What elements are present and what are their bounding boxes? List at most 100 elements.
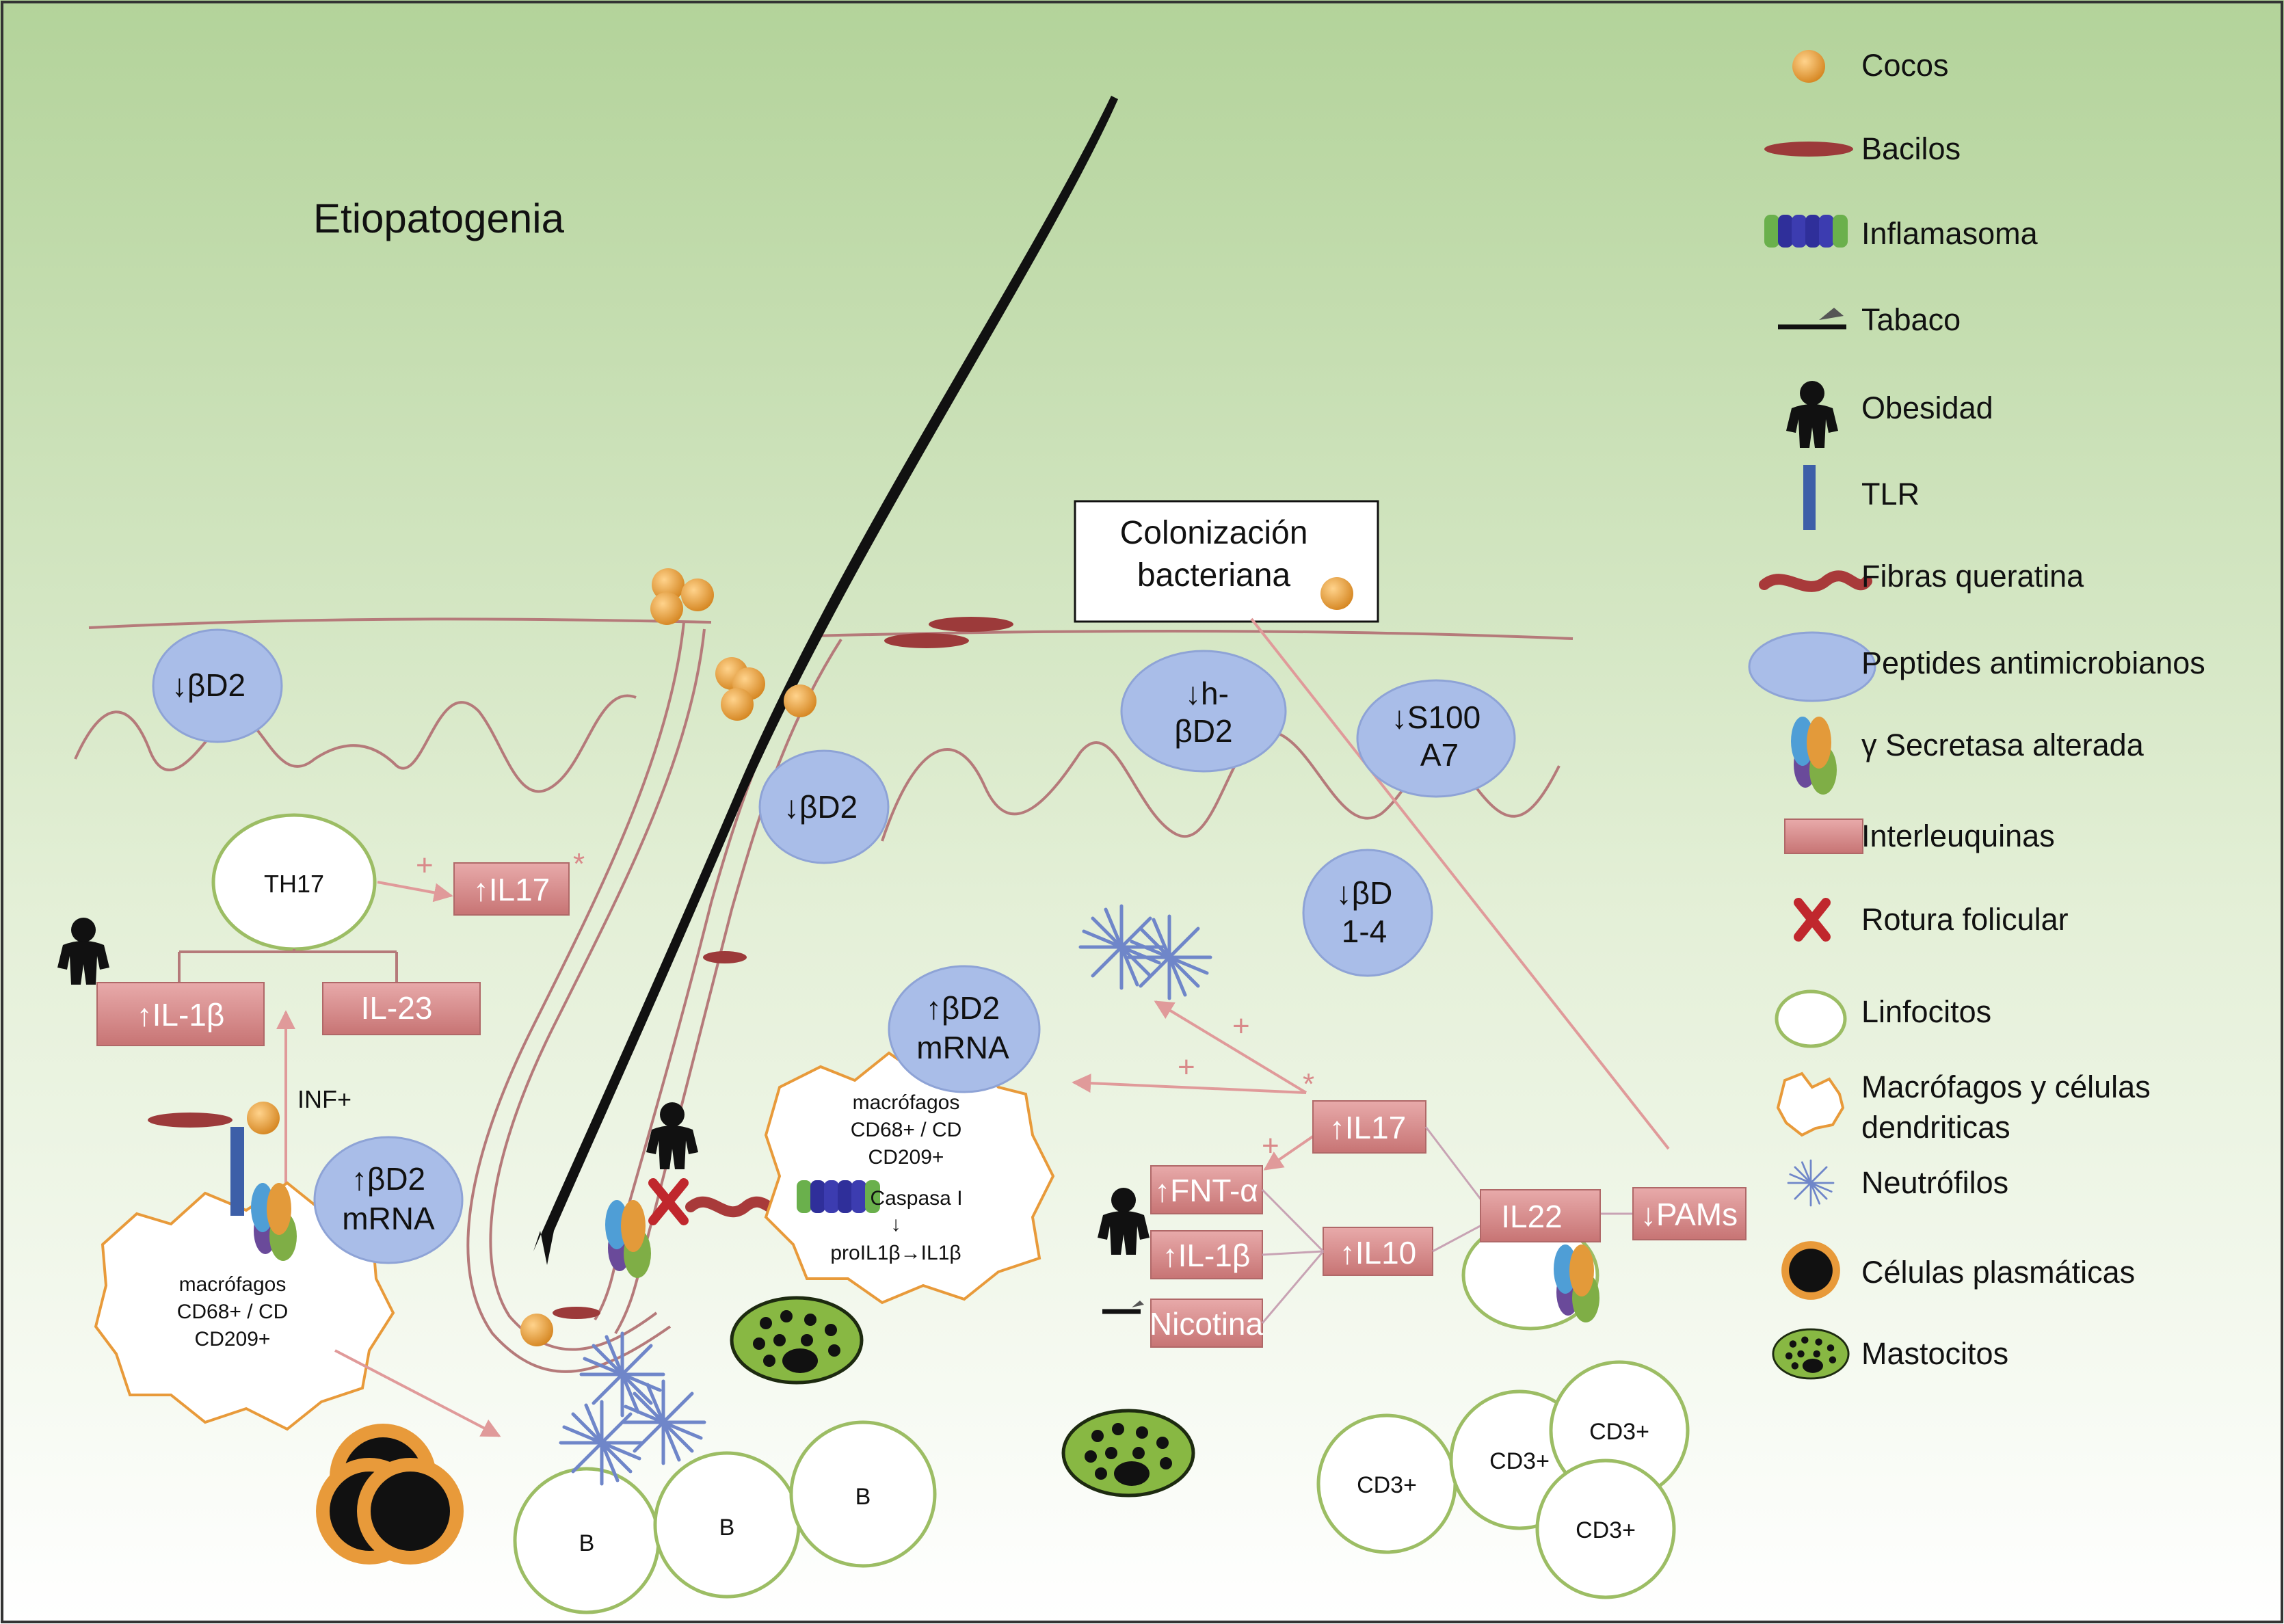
tabaco-icon	[1778, 308, 1846, 330]
macrophage-left-line1: macrófagos	[179, 1273, 287, 1296]
il22-box: IL22	[1480, 1189, 1601, 1242]
nicotina-box: Nicotina	[1150, 1299, 1264, 1348]
diagram-title: Etiopatogenia	[313, 196, 565, 241]
il17-left-label: ↑IL17	[473, 872, 550, 907]
bacilos	[148, 617, 1013, 1319]
il23-box: IL-23	[322, 982, 481, 1035]
tlr-icon	[230, 1127, 244, 1216]
il17-right-box: ↑IL17	[1312, 1100, 1426, 1154]
il1b-right-box: ↑IL-1β	[1150, 1230, 1263, 1279]
macrophage-center-line3: CD209+	[868, 1146, 944, 1169]
arrow-il17-fnt	[1263, 1130, 1321, 1171]
colonization-text-line1: Colonización	[1120, 515, 1308, 551]
macrophage-center-line6: proIL1β→IL1β	[830, 1242, 961, 1264]
coco-icon	[247, 1102, 280, 1134]
il22-label: IL22	[1501, 1199, 1563, 1234]
arrow-il17-neutrophils	[1154, 1000, 1307, 1094]
b-cell-label: B	[719, 1515, 735, 1541]
legend-label-mastocitos: Mastocitos	[1861, 1336, 2008, 1371]
pams-box: ↓PAMs	[1632, 1187, 1747, 1240]
legend-label-bacilos: Bacilos	[1861, 131, 1961, 166]
legend-label-cocos: Cocos	[1861, 48, 1949, 83]
plus-sign: +	[416, 849, 434, 882]
legend: Cocos Bacilos Inflamasoma Tabaco Obesida…	[1748, 48, 2205, 1380]
macrophage-center-line5: ↓	[891, 1213, 901, 1236]
junction-line-left	[74, 694, 637, 793]
b-cell-label: B	[579, 1530, 595, 1556]
nicotina-label: Nicotina	[1150, 1306, 1264, 1342]
mastocito	[732, 1298, 862, 1383]
peptide-label-line2: mRNA	[916, 1030, 1009, 1065]
peptide-bd2mrna-center: ↑βD2 mRNA	[888, 965, 1041, 1093]
plus-sign: +	[1232, 1009, 1250, 1043]
linfocito-icon	[1775, 989, 1847, 1048]
legend-label-neutrofilos: Neutrófilos	[1861, 1165, 2008, 1200]
peptide-label-line1: ↑βD2	[351, 1161, 425, 1197]
il1b-left-label: ↑IL-1β	[137, 997, 225, 1033]
peptide-bd2-follicle: ↓βD2	[758, 749, 890, 864]
neutrofilo-icon	[1787, 1159, 1835, 1207]
peptide-bd2mrna-left: ↑βD2 mRNA	[313, 1136, 464, 1264]
colonization-text-line2: bacteriana	[1137, 557, 1290, 594]
macrophage-left-line2: CD68+ / CD	[177, 1301, 289, 1323]
legend-label-macrofagos-line2: dendriticas	[1861, 1110, 2010, 1145]
peptide-label-line1: ↓S100	[1392, 700, 1480, 735]
il1b-right-label: ↑IL-1β	[1163, 1238, 1251, 1273]
peptide-label: ↓βD2	[172, 667, 245, 703]
macrophage-center	[764, 1051, 1055, 1305]
peptide-label-line2: mRNA	[342, 1201, 435, 1236]
peptide-label-line1: ↓βD	[1336, 875, 1393, 911]
il17-left-box: ↑IL17	[453, 862, 570, 916]
cd3-label: CD3+	[1357, 1472, 1417, 1498]
legend-label-fibras: Fibras queratina	[1861, 559, 2084, 594]
peptide-label-line2: βD2	[1174, 713, 1232, 749]
mastocito-icon	[1772, 1328, 1850, 1380]
il10-label: ↑IL10	[1340, 1235, 1417, 1270]
cd3-cells: CD3+ CD3+ CD3+ CD3+	[1316, 1360, 1690, 1599]
macrophage-center-line2: CD68+ / CD	[851, 1119, 962, 1141]
il17-right-label: ↑IL17	[1329, 1110, 1407, 1145]
peptide-label-line1: ↓h-	[1185, 676, 1229, 711]
peptide-label: ↓βD2	[784, 789, 858, 825]
legend-label-linfocitos: Linfocitos	[1861, 994, 1991, 1029]
legend-label-peptides: Peptides antimicrobianos	[1861, 645, 2205, 680]
il1b-left-box: ↑IL-1β	[96, 982, 265, 1046]
cd3-label: CD3+	[1576, 1517, 1636, 1543]
legend-label-plasmaticas: Células plasmáticas	[1861, 1255, 2135, 1290]
tabaco-icon	[1102, 1301, 1144, 1314]
macrophage-center-line1: macrófagos	[853, 1091, 960, 1114]
cd3-label: CD3+	[1489, 1448, 1550, 1474]
macrophage-center-line4: Caspasa I	[870, 1187, 962, 1210]
legend-label-secretasa: γ Secretasa alterada	[1861, 728, 2144, 762]
inflamasoma-icon	[1764, 215, 1848, 248]
plus-sign: +	[1178, 1050, 1195, 1084]
plus-sign: +	[1262, 1129, 1279, 1162]
peptide-label-line2: 1-4	[1342, 914, 1387, 949]
th17-label: TH17	[264, 870, 324, 898]
peptide-label-line1: ↑βD2	[926, 990, 1000, 1026]
asterisk: *	[573, 847, 585, 881]
rotura-icon	[648, 1178, 689, 1225]
asterisk: *	[1303, 1067, 1314, 1101]
peptide-hbd2: ↓h- βD2	[1120, 650, 1287, 773]
arrow-macrophage-b	[334, 1349, 501, 1437]
interleuquina-icon	[1784, 818, 1863, 854]
peptide-s100a7: ↓S100 A7	[1356, 679, 1516, 798]
peptide-bd2-left: ↓βD2	[152, 628, 283, 743]
il23-label: IL-23	[361, 990, 433, 1026]
fibra-queratina-icon	[1759, 570, 1872, 592]
il10-box: ↑IL10	[1323, 1227, 1433, 1276]
inflamasoma-icon	[797, 1180, 880, 1213]
legend-label-macrofagos: Macrófagos y células	[1861, 1069, 2151, 1104]
legend-label-obesidad: Obesidad	[1861, 390, 1993, 425]
rotura-icon	[1794, 898, 1831, 942]
bacilo-icon	[1764, 142, 1853, 157]
coco-icon	[1320, 577, 1353, 610]
b-cell-label: B	[855, 1484, 871, 1510]
legend-label-inflamasoma: Inflamasoma	[1861, 216, 2039, 251]
tlr-icon	[1803, 465, 1816, 530]
arrow-il17-bd2mrna	[1072, 1074, 1307, 1094]
peptide-bd14: ↓βD 1-4	[1302, 849, 1433, 977]
